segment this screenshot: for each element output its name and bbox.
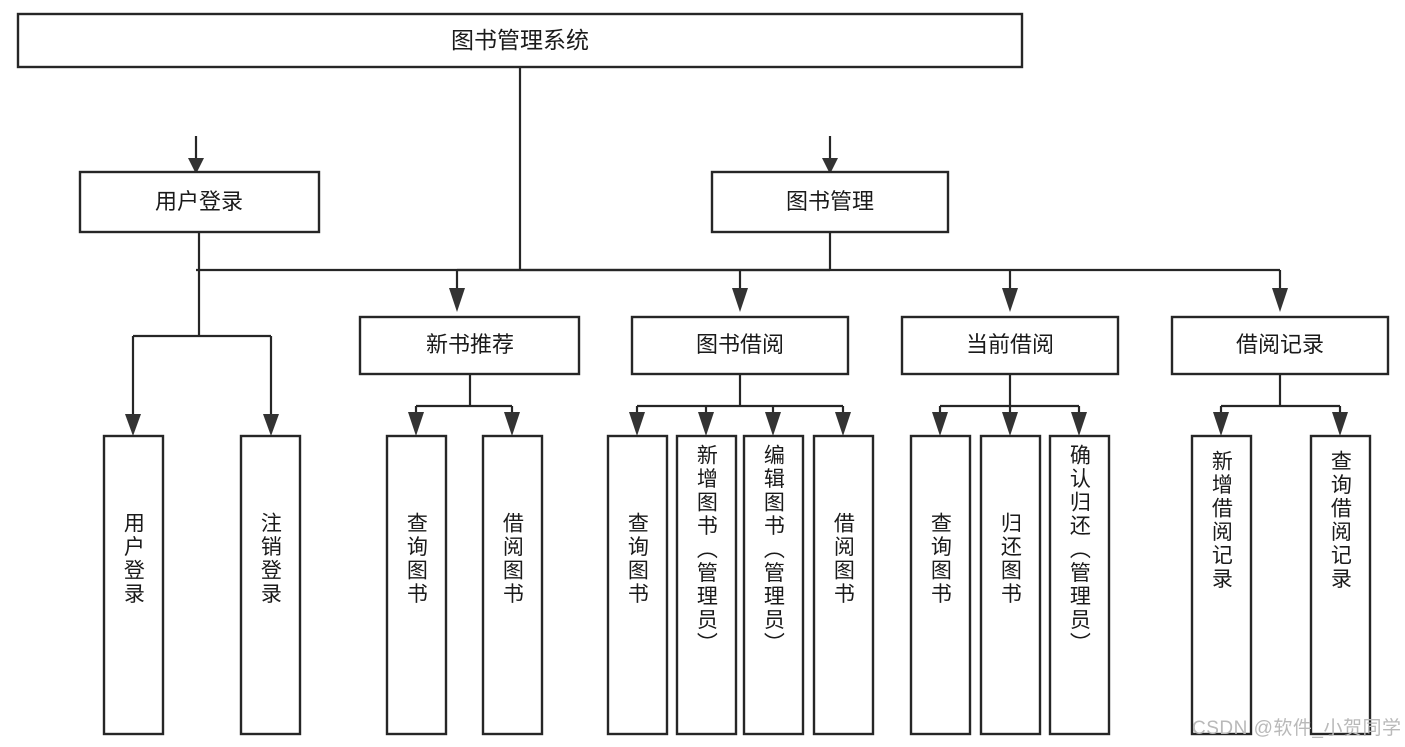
- arrow-leaf-4: [504, 412, 520, 436]
- connector-user-login-children: [125, 232, 279, 436]
- arrow-leaf-7: [765, 412, 781, 436]
- leaf-box-return-book[interactable]: [979, 434, 1042, 736]
- leaf-box-borrow-book-2[interactable]: [812, 434, 875, 736]
- node-new-book-recommend[interactable]: 新书推荐: [358, 315, 581, 376]
- arrow-leaf-13: [1332, 412, 1348, 436]
- connector-current-children: [932, 374, 1087, 436]
- leaf-box-query-borrow-record[interactable]: [1309, 434, 1372, 736]
- node-borrow-record-label: 借阅记录: [1236, 332, 1324, 357]
- leaf-box-query-book-3[interactable]: [909, 434, 972, 736]
- connector-record-children: [1213, 374, 1348, 436]
- node-user-login[interactable]: 用户登录: [78, 170, 321, 234]
- arrow-leaf-5: [629, 412, 645, 436]
- leaf-box-add-book-admin[interactable]: [675, 434, 738, 736]
- leaf-box-logout[interactable]: [239, 434, 302, 736]
- node-book-manage[interactable]: 图书管理: [710, 170, 950, 234]
- arrow-leaf-9: [932, 412, 948, 436]
- node-user-login-label: 用户登录: [155, 189, 243, 214]
- leaf-box-query-book-1[interactable]: [385, 434, 448, 736]
- arrow-level3-3: [1002, 288, 1018, 312]
- arrow-leaf-2: [263, 414, 279, 436]
- node-borrow-record[interactable]: 借阅记录: [1170, 315, 1390, 376]
- node-book-borrow-box[interactable]: [630, 315, 850, 376]
- arrow-leaf-6: [698, 412, 714, 436]
- node-borrow-record-box[interactable]: [1170, 315, 1390, 376]
- node-new-book-recommend-box[interactable]: [358, 315, 581, 376]
- node-book-manage-box[interactable]: [710, 170, 950, 234]
- node-user-login-box[interactable]: [78, 170, 321, 234]
- arrow-leaf-8: [835, 412, 851, 436]
- connector-newbook-children: [408, 374, 520, 436]
- node-book-borrow-label: 图书借阅: [696, 332, 784, 357]
- arrow-level3-2: [732, 288, 748, 312]
- node-new-book-recommend-label: 新书推荐: [426, 332, 514, 357]
- connector-group: [125, 66, 1348, 436]
- arrow-leaf-12: [1213, 412, 1229, 436]
- connector-book-manage-children: [449, 232, 1288, 312]
- leaf-box-confirm-return-admin[interactable]: [1048, 434, 1111, 736]
- node-current-borrow-box[interactable]: [900, 315, 1120, 376]
- leaf-box-borrow-book-1[interactable]: [481, 434, 544, 736]
- arrow-level3-4: [1272, 288, 1288, 312]
- watermark-text: CSDN @软件_小贺同学: [1192, 718, 1402, 739]
- arrow-leaf-3: [408, 412, 424, 436]
- node-root-box[interactable]: [16, 12, 1024, 69]
- leaf-box-add-borrow-record[interactable]: [1190, 434, 1253, 736]
- arrow-level3-1: [449, 288, 465, 312]
- leaf-box-query-book-2[interactable]: [606, 434, 669, 736]
- leaf-box-user-login[interactable]: [102, 434, 165, 736]
- arrow-to-user-login: [188, 158, 204, 174]
- node-current-borrow-label: 当前借阅: [966, 332, 1054, 357]
- connector-level2-drops: [188, 136, 838, 174]
- node-book-borrow[interactable]: 图书借阅: [630, 315, 850, 376]
- arrow-to-book-manage: [822, 158, 838, 174]
- arrow-leaf-11: [1071, 412, 1087, 436]
- node-book-manage-label: 图书管理: [786, 189, 874, 214]
- leaf-box-edit-book-admin[interactable]: [742, 434, 805, 736]
- node-root-label: 图书管理系统: [451, 27, 589, 53]
- node-current-borrow[interactable]: 当前借阅: [900, 315, 1120, 376]
- arrow-leaf-10: [1002, 412, 1018, 436]
- connector-borrow-children: [629, 374, 851, 436]
- arrow-leaf-1: [125, 414, 141, 436]
- node-root[interactable]: 图书管理系统: [16, 12, 1024, 69]
